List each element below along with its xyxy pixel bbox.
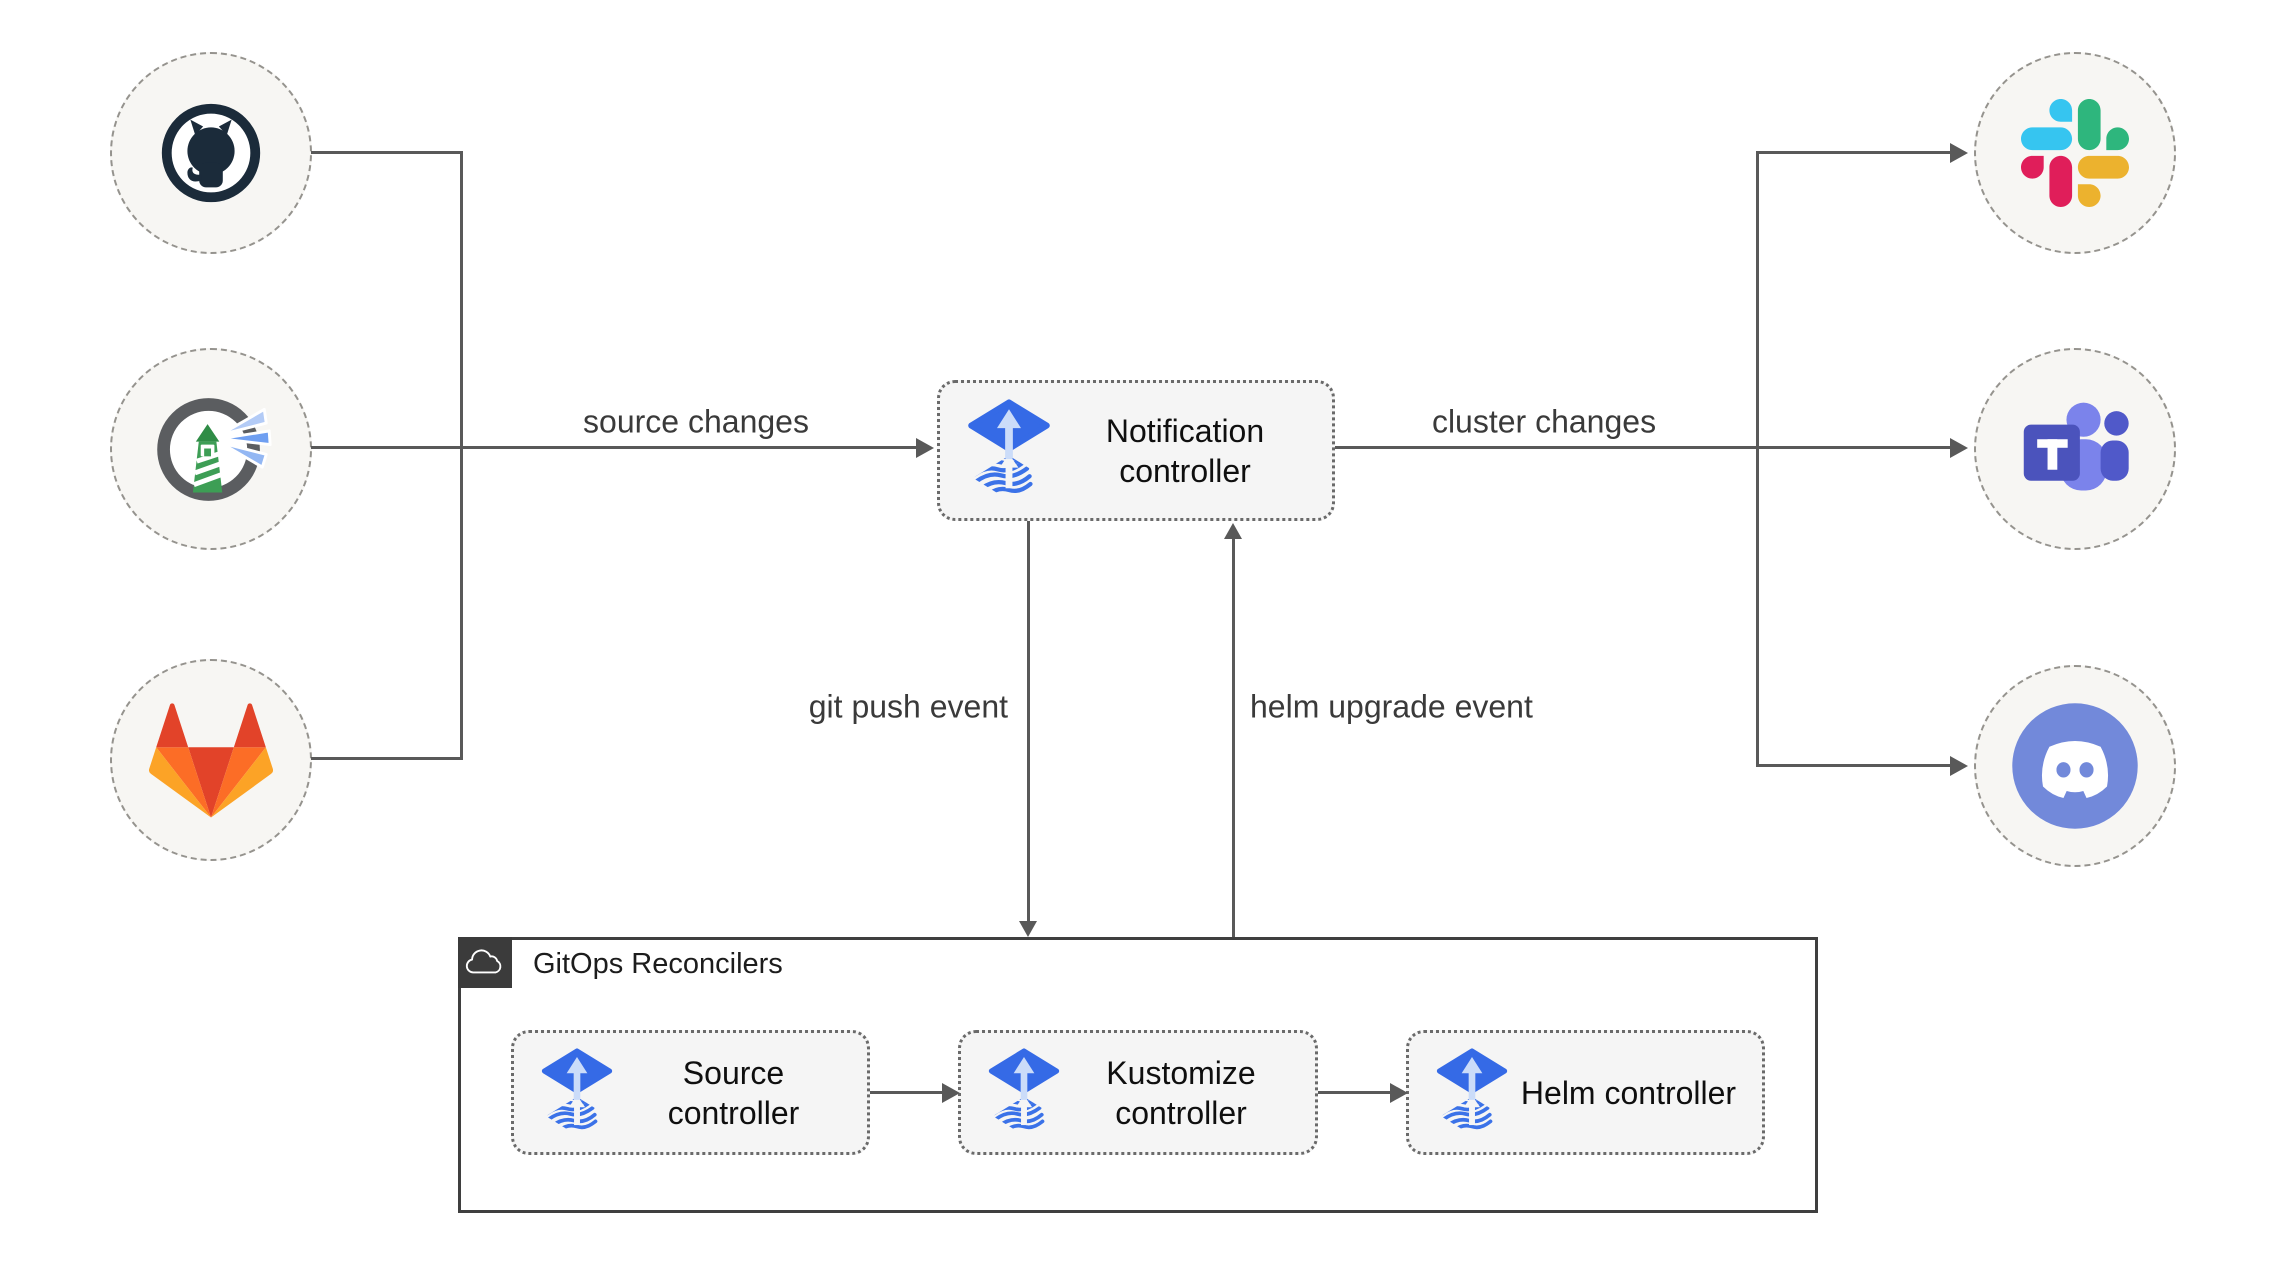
flux-icon <box>1435 1048 1509 1137</box>
edge-source-to-kustomize <box>870 1091 942 1094</box>
arrowhead-slack <box>1950 143 1968 163</box>
arrowhead-helm <box>1390 1083 1408 1103</box>
edge-label-cluster-changes: cluster changes <box>1431 403 1657 440</box>
edge-kustomize-to-helm <box>1318 1091 1390 1094</box>
node-github <box>110 52 312 254</box>
flux-icon <box>966 399 1052 502</box>
github-icon <box>161 103 261 203</box>
kustomize-controller-label: Kustomize controller <box>1106 1054 1256 1131</box>
source-controller-box: Source controller <box>511 1030 870 1155</box>
edge-cluster-changes-line <box>1335 446 1950 449</box>
edge-source-changes-line <box>311 446 916 449</box>
arrowhead-git-push <box>1019 921 1037 937</box>
edge-label-source-changes: source changes <box>583 403 809 440</box>
kustomize-controller-box: Kustomize controller <box>958 1030 1318 1155</box>
slack-icon <box>2021 99 2129 207</box>
source-controller-label: Source controller <box>667 1054 800 1131</box>
notification-controller-label: Notification controller <box>1105 412 1265 489</box>
arrowhead-kustomize <box>942 1083 960 1103</box>
node-teams <box>1974 348 2176 550</box>
arrowhead-teams <box>1950 438 1968 458</box>
node-gitlab <box>110 659 312 861</box>
edge-label-helm-upgrade-event: helm upgrade event <box>1250 688 1533 725</box>
edge-gitlab-stub <box>311 757 462 760</box>
harbor-icon <box>157 398 272 501</box>
node-harbor <box>110 348 312 550</box>
gitops-title: GitOps Reconcilers <box>533 948 783 980</box>
edge-slack-stub <box>1758 151 1950 154</box>
teams-icon <box>2023 402 2129 491</box>
flux-icon <box>987 1048 1061 1137</box>
node-slack <box>1974 52 2176 254</box>
arrowhead-discord <box>1950 756 1968 776</box>
edge-right-bracket <box>1756 151 1759 767</box>
edge-git-push-line <box>1027 521 1030 921</box>
helm-controller-box: Helm controller <box>1406 1030 1765 1155</box>
gitops-header-badge <box>458 937 512 988</box>
edge-discord-stub <box>1758 764 1950 767</box>
cloud-icon <box>465 948 502 973</box>
helm-controller-label: Helm controller <box>1520 1074 1737 1111</box>
edge-helm-upgrade-line <box>1232 539 1235 937</box>
edge-github-stub <box>311 151 462 154</box>
node-discord <box>1974 665 2176 867</box>
flux-icon <box>540 1048 614 1137</box>
arrowhead-helm-upgrade <box>1224 523 1242 539</box>
edge-left-bracket <box>460 151 463 760</box>
discord-icon <box>2012 703 2138 829</box>
arrowhead-source-changes <box>916 438 934 458</box>
gitlab-icon <box>149 703 273 818</box>
edge-label-git-push-event: git push event <box>808 688 1008 725</box>
gitops-reconcilers-box: GitOps Reconcilers Source controller Kus… <box>458 937 1818 1213</box>
notification-controller-box: Notification controller <box>937 380 1335 521</box>
